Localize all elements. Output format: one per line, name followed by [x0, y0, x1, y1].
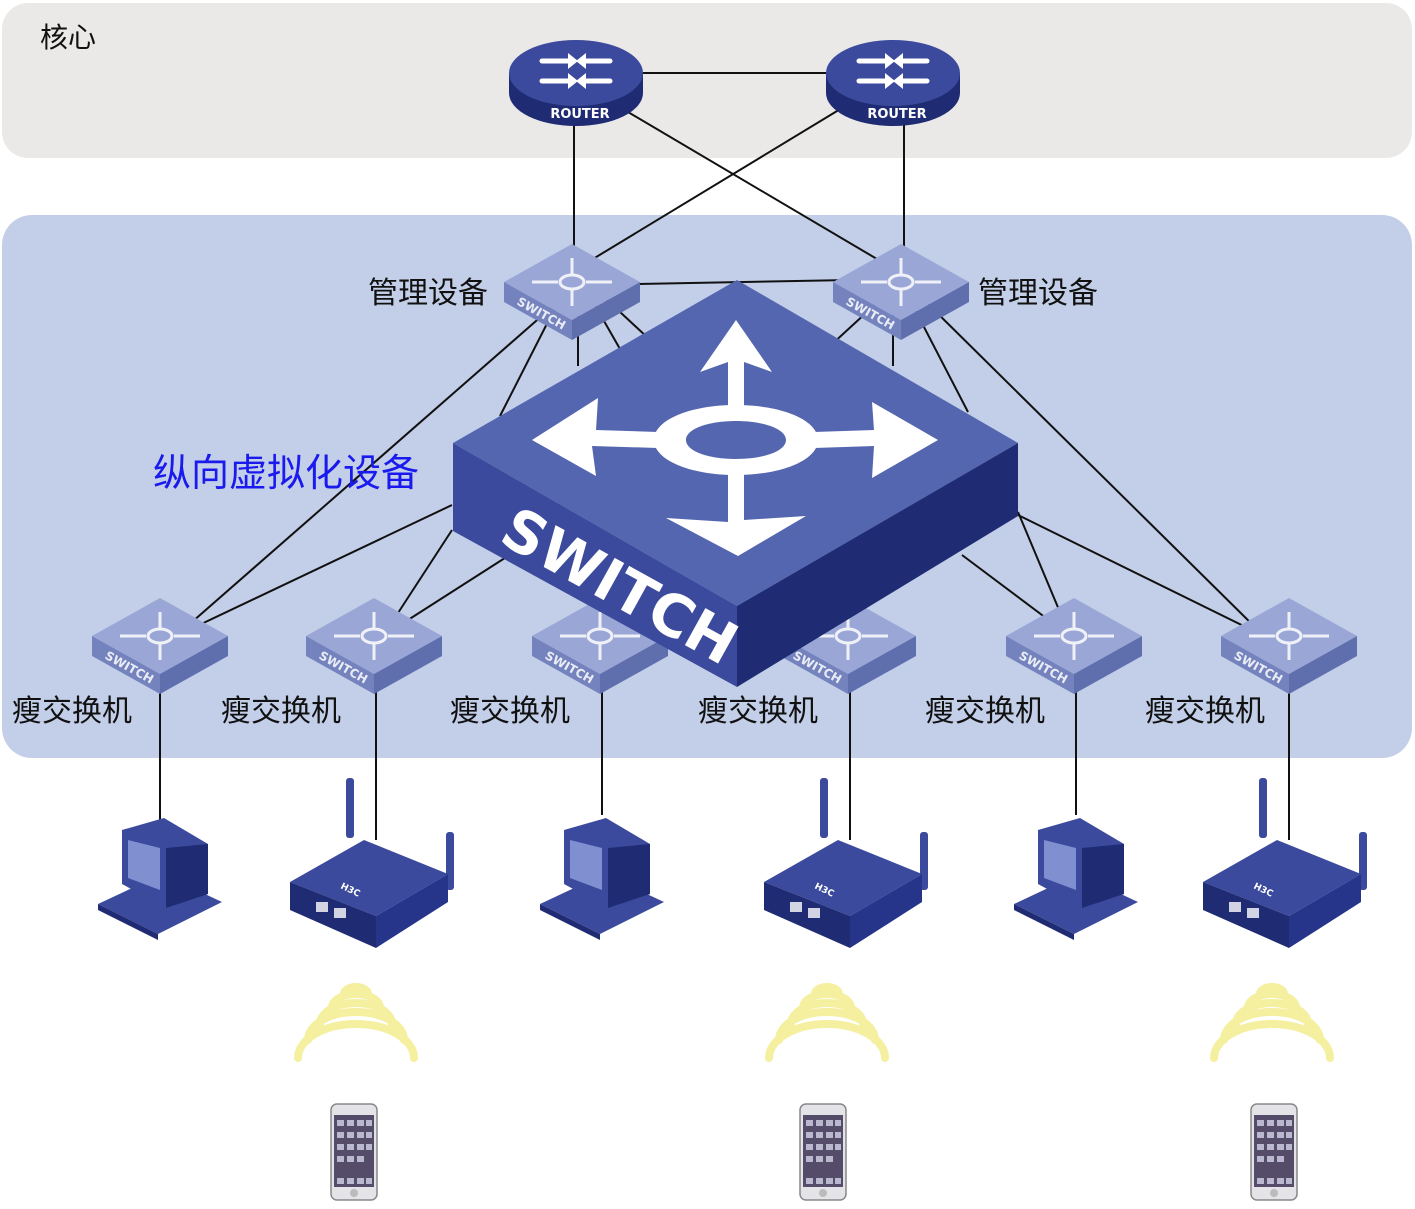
- thin-switch-label-6: 瘦交换机: [1145, 694, 1265, 729]
- switch-icon: [1249, 612, 1329, 660]
- router-label: ROUTER: [867, 107, 926, 122]
- thin-switch-2: SWITCH: [306, 598, 442, 694]
- virtual-device-label: 纵向虚拟化设备: [153, 451, 419, 495]
- access-point-icon: [290, 778, 454, 948]
- smartphone-icon: [799, 1103, 847, 1201]
- thin-switch-labels: 瘦交换机 瘦交换机 瘦交换机 瘦交换机 瘦交换机 瘦交换机: [12, 694, 1265, 729]
- thin-switch-1: SWITCH: [92, 598, 228, 694]
- core-router-1: ROUTER: [509, 40, 643, 126]
- thin-switch-5: SWITCH: [1006, 598, 1142, 694]
- switch-icon: [1034, 612, 1114, 660]
- router-label: ROUTER: [550, 107, 609, 122]
- router-icon: [539, 53, 613, 89]
- smartphone-2: [799, 1103, 847, 1201]
- computer-1: [98, 818, 222, 940]
- core-zone: [2, 3, 1412, 158]
- management-switch-2: SWITCH: [833, 244, 969, 340]
- management-device-label-2: 管理设备: [978, 276, 1098, 311]
- access-point-icon: [764, 778, 928, 948]
- switch-icon: [120, 612, 200, 660]
- thin-switch-label-4: 瘦交换机: [698, 694, 818, 729]
- access-point-3: H3C: [1203, 778, 1367, 948]
- switch-icon: [532, 320, 938, 556]
- smartphone-3: [1250, 1103, 1298, 1201]
- computer-3: [1014, 818, 1138, 940]
- access-point-2: H3C: [764, 778, 928, 948]
- management-device-label-1: 管理设备: [368, 276, 488, 311]
- smartphone-icon: [1250, 1103, 1298, 1201]
- smartphone-icon: [330, 1103, 378, 1201]
- thin-switch-label-3: 瘦交换机: [450, 694, 570, 729]
- switch-icon: [532, 258, 612, 306]
- switch-icon: [334, 612, 414, 660]
- computer-icon: [98, 818, 222, 940]
- thin-switches: SWITCH SWITCH SWITCH: [92, 598, 1357, 694]
- management-switch-1: SWITCH: [504, 244, 640, 340]
- thin-switch-label-1: 瘦交换机: [12, 694, 132, 729]
- core-router-2: ROUTER: [826, 40, 960, 126]
- access-point-1: H3C: [290, 778, 454, 948]
- access-point-icon: [1203, 778, 1367, 948]
- smartphone-1: [330, 1103, 378, 1201]
- wifi-signal-icon: [1210, 983, 1334, 1062]
- computer-icon: [1014, 818, 1138, 940]
- links: [159, 72, 1290, 840]
- router-icon: [856, 53, 930, 89]
- thin-switch-label-5: 瘦交换机: [925, 694, 1045, 729]
- wifi-signal-icon: [765, 983, 889, 1062]
- core-zone-label: 核心: [40, 21, 96, 54]
- thin-switch-label-2: 瘦交换机: [221, 694, 341, 729]
- computer-2: [540, 818, 664, 940]
- switch-icon: [560, 612, 640, 660]
- wifi-signal-icon: [294, 983, 418, 1062]
- computer-icon: [540, 818, 664, 940]
- switch-icon: [861, 258, 941, 306]
